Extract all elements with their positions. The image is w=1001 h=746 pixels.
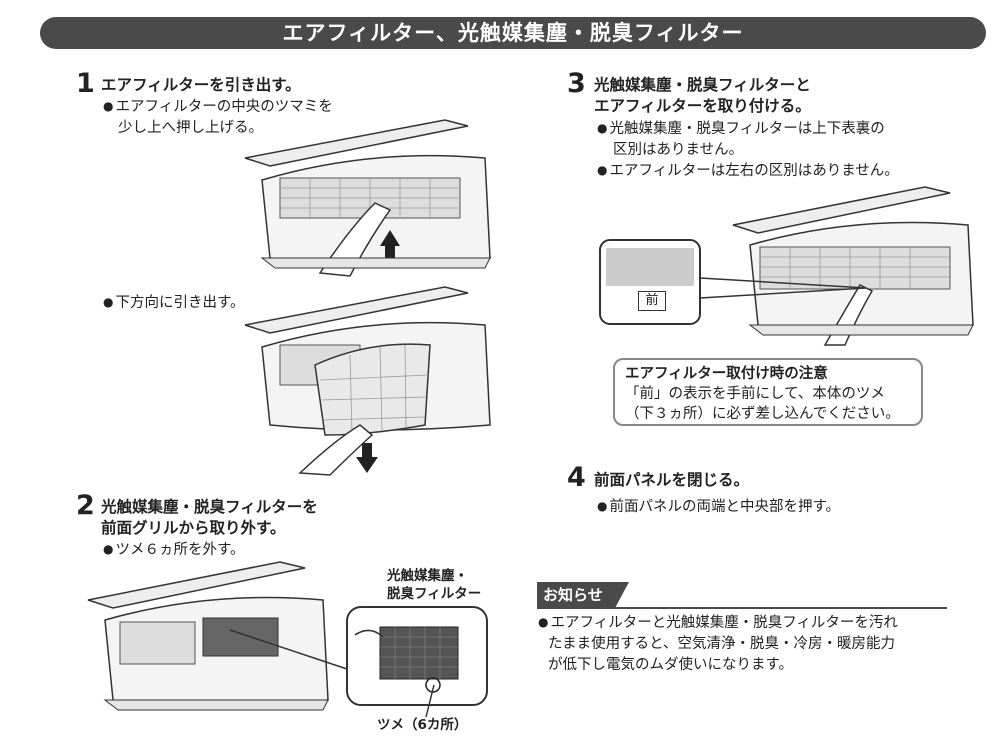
step-3-heading-line1: 光触媒集塵・脱臭フィルターと <box>594 76 811 94</box>
filter-label-line1: 光触媒集塵・ <box>387 568 468 584</box>
step-2-note: ツメ６ヵ所を外す。 <box>103 540 244 561</box>
step-2-heading-line1: 光触媒集塵・脱臭フィルターを <box>101 498 318 516</box>
page-title: エアフィルター、光触媒集塵・脱臭フィルター <box>40 17 986 49</box>
aircon-illustration-install-filters <box>732 186 974 346</box>
step-4-number: 4 <box>567 462 586 493</box>
notice-line3: が低下し電気のムダ使いになります。 <box>548 657 794 673</box>
tabs-callout-line <box>425 684 435 718</box>
notice-line2: たまま使用すると、空気清浄・脱臭・冷房・暖房能力 <box>548 636 895 652</box>
callout-line <box>229 629 351 671</box>
caution-title: エアフィルター取付け時の注意 <box>625 366 828 382</box>
caution-line2: （下３ヵ所）に必ず差し込んでください。 <box>625 406 900 422</box>
notice-divider <box>537 607 947 609</box>
filter-label-line2: 脱臭フィルター <box>387 586 482 602</box>
front-callout-box <box>599 239 867 325</box>
step-1-number: 1 <box>76 68 95 99</box>
caution-box: エアフィルター取付け時の注意 「前」の表示を手前にして、本体のツメ （下３ヵ所）… <box>613 358 923 426</box>
step-1-heading: エアフィルターを引き出す。 <box>101 76 301 94</box>
aircon-illustration-pull-filter <box>244 286 491 476</box>
aircon-illustration-remove-deodorant-filter <box>87 561 329 711</box>
step-4-note: 前面パネルの両端と中央部を押す。 <box>597 497 840 518</box>
step-1-note-line1: エアフィルターの中央のツマミを <box>103 97 332 118</box>
notice-tag: お知らせ <box>537 582 629 608</box>
step-3-note-line2: 区別はありません。 <box>613 142 744 158</box>
step-1-note2: 下方向に引き出す。 <box>103 293 244 314</box>
step-3-note-line1: 光触媒集塵・脱臭フィルターは上下表裏の <box>597 119 884 140</box>
step-2-number: 2 <box>76 490 95 521</box>
tabs-label: ツメ（6カ所） <box>377 717 468 733</box>
notice-line1: エアフィルターと光触媒集塵・脱臭フィルターを汚れ <box>538 613 897 634</box>
step-3-number: 3 <box>567 68 586 99</box>
aircon-illustration-push-knob <box>244 119 491 277</box>
caution-line1: 「前」の表示を手前にして、本体のツメ <box>625 386 885 402</box>
step-3-note2: エアフィルターは左右の区別はありません。 <box>597 161 898 182</box>
step-2-heading-line2: 前面グリルから取り外す。 <box>101 519 286 537</box>
front-marker-label: 前 <box>638 291 666 311</box>
step-4-heading: 前面パネルを閉じる。 <box>594 471 750 489</box>
step-3-heading-line2: エアフィルターを取り付ける。 <box>594 97 811 115</box>
step-1-note-line2: 少し上へ押し上げる。 <box>118 120 263 136</box>
filter-closeup-illustration <box>346 606 488 706</box>
